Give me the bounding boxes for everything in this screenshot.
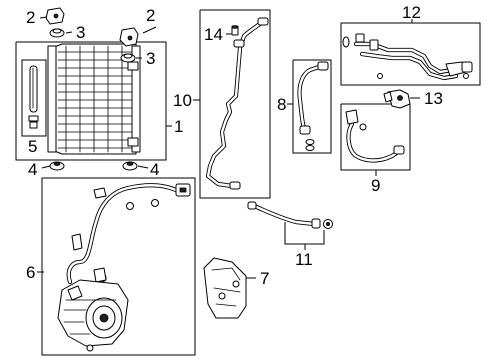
lower-cushion-left	[49, 161, 65, 171]
service-valve-cap	[231, 25, 239, 36]
condenser-group-frame	[15, 41, 167, 161]
suction-hose-group-frame	[340, 103, 411, 171]
discharge-hose-group-frame	[292, 59, 332, 154]
compressor-group-frame	[41, 177, 196, 356]
callout-1: 1	[174, 117, 183, 136]
receiver-drier-part	[28, 65, 39, 129]
liquid-line-fittings	[229, 17, 269, 190]
expansion-valve	[383, 89, 420, 109]
callout-13: 13	[424, 89, 443, 108]
upper-right-mount-bracket	[119, 27, 139, 47]
suction-hose-fittings	[345, 109, 405, 155]
callout-4-left: 4	[28, 160, 37, 179]
callout-3-left: 3	[76, 23, 85, 42]
compressor-small-parts	[71, 187, 159, 283]
callout-12: 12	[402, 3, 421, 22]
compressor-mount-bracket	[203, 257, 256, 319]
evaporator-line-fittings	[342, 33, 473, 79]
callout-7: 7	[260, 269, 269, 288]
callout-8: 8	[277, 95, 286, 114]
callout-10: 10	[173, 91, 192, 110]
lower-cushion-right	[122, 161, 138, 171]
evaporator-lines-group-frame	[340, 22, 481, 86]
compressor-harness-connector	[175, 183, 191, 197]
upper-cushion-left	[49, 28, 65, 38]
compressor-assembly	[37, 177, 196, 356]
callout-5: 5	[28, 137, 37, 156]
upper-cushion-right	[120, 53, 136, 63]
discharge-hose-assembly	[287, 59, 332, 154]
callout-2-right: 2	[146, 6, 155, 25]
callout-9: 9	[371, 176, 380, 195]
pipe-11-fittings	[247, 201, 333, 229]
condenser-assembly	[15, 7, 172, 171]
ac-compressor-body	[57, 279, 129, 352]
discharge-hose-fittings	[299, 61, 329, 151]
callout-6: 6	[26, 263, 35, 282]
suction-hose-assembly	[340, 103, 411, 176]
callout-4-right: 4	[150, 160, 159, 179]
callout-2-left: 2	[26, 8, 35, 27]
evaporator-lines-assembly	[340, 19, 481, 86]
liquid-line-group-frame	[199, 9, 271, 199]
condenser-core	[47, 43, 141, 155]
upper-left-mount-bracket	[45, 7, 65, 25]
liquid-line-assembly	[193, 9, 271, 199]
callout-11: 11	[295, 250, 313, 269]
callout-3-right: 3	[146, 49, 155, 68]
drier-frame	[21, 59, 47, 137]
callout-14: 14	[204, 25, 223, 44]
pipe-11-assembly	[247, 201, 333, 250]
